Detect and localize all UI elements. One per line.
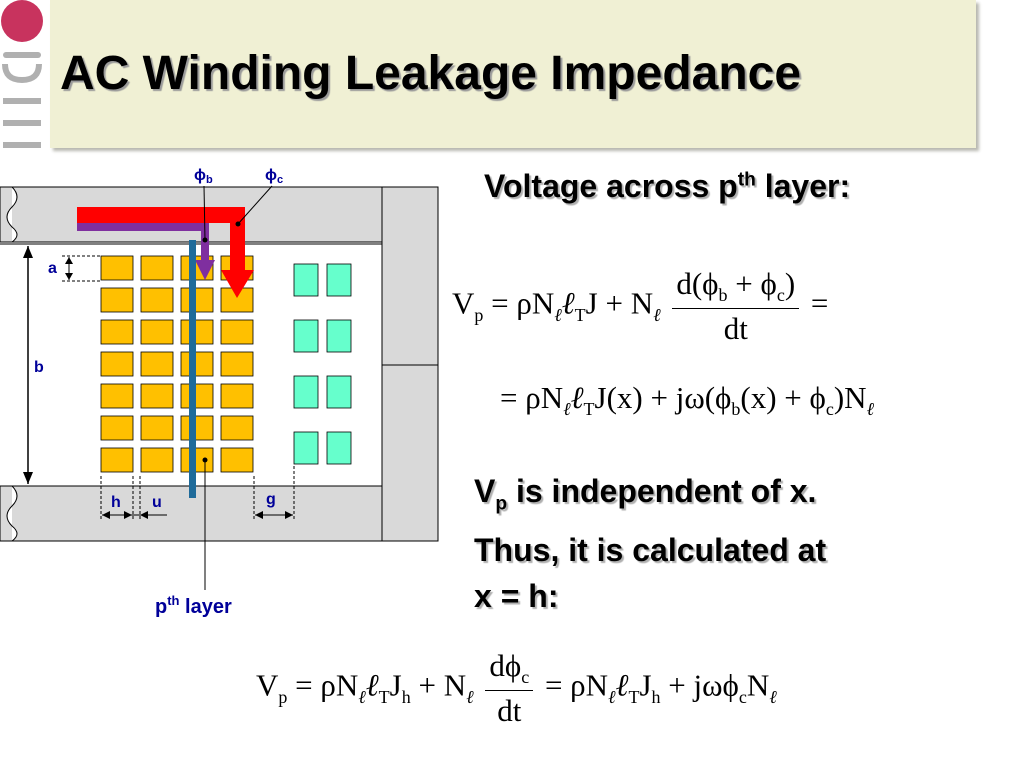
- dimension-u-label: u: [152, 494, 162, 511]
- break-mark-top: [6, 186, 18, 243]
- core-leg-right: [381, 186, 439, 542]
- primary-conductor: [100, 383, 134, 409]
- primary-conductor: [100, 255, 134, 281]
- flux-c-label: ϕc: [265, 167, 283, 186]
- dimension-a-label: a: [48, 260, 57, 277]
- flux-b-label: ϕb: [194, 167, 213, 186]
- secondary-conductor: [293, 263, 319, 297]
- primary-conductor: [100, 287, 134, 313]
- primary-conductor: [180, 383, 214, 409]
- primary-conductor: [180, 319, 214, 345]
- dimension-g-label: g: [266, 491, 276, 508]
- secondary-conductor: [293, 319, 319, 353]
- primary-conductor: [100, 447, 134, 473]
- secondary-conductor: [293, 375, 319, 409]
- pth-layer-label: pth layer: [155, 593, 232, 618]
- primary-winding: [100, 255, 254, 473]
- primary-conductor: [140, 255, 174, 281]
- primary-conductor: [220, 319, 254, 345]
- pth-layer-bar: [189, 240, 196, 498]
- secondary-conductor: [326, 319, 352, 353]
- primary-conductor: [140, 287, 174, 313]
- dimension-h-label: h: [111, 494, 121, 511]
- primary-conductor: [180, 287, 214, 313]
- secondary-conductor: [326, 431, 352, 465]
- equation-voltage-pth-layer: Vp = ρNℓℓTJ + Nℓ d(ϕb + ϕc)dt =: [452, 266, 829, 347]
- equation-voltage-expanded: = ρNℓℓTJ(x) + jω(ϕb(x) + ϕc)Nℓ: [500, 380, 875, 420]
- flux-b-arrow-horizontal: [77, 223, 208, 231]
- flux-c-arrowhead: [221, 270, 254, 298]
- core-yoke-bottom: [0, 485, 439, 542]
- secondary-conductor: [326, 375, 352, 409]
- primary-conductor: [180, 351, 214, 377]
- primary-conductor: [140, 415, 174, 441]
- flux-c-arrow-vertical: [230, 207, 245, 272]
- primary-conductor: [100, 351, 134, 377]
- primary-conductor: [220, 383, 254, 409]
- slide-title: AC Winding Leakage Impedance: [60, 47, 802, 100]
- independence-statement: Vp is independent of x. Thus, it is calc…: [474, 473, 827, 615]
- flux-b-arrowhead: [195, 260, 215, 280]
- title-bar: [50, 0, 976, 148]
- break-mark-bottom: [6, 485, 18, 542]
- secondary-conductor: [293, 431, 319, 465]
- university-logo-icon: [1, 0, 43, 148]
- secondary-conductor: [326, 263, 352, 297]
- dimension-b-label: b: [34, 359, 44, 376]
- primary-conductor: [140, 447, 174, 473]
- primary-conductor: [220, 447, 254, 473]
- section-heading: Voltage across pth layer:: [484, 168, 851, 204]
- primary-conductor: [220, 415, 254, 441]
- flux-c-arrow-horizontal: [77, 207, 245, 223]
- primary-conductor: [220, 351, 254, 377]
- primary-conductor: [180, 415, 214, 441]
- flux-b-arrow-vertical: [201, 223, 209, 263]
- primary-conductor: [140, 319, 174, 345]
- primary-conductor: [140, 383, 174, 409]
- secondary-winding: [293, 263, 352, 465]
- primary-conductor: [140, 351, 174, 377]
- primary-conductor: [100, 415, 134, 441]
- primary-conductor: [100, 319, 134, 345]
- transformer-window-diagram: ϕb ϕc a b h u g pth layer: [0, 167, 439, 618]
- primary-conductor: [180, 447, 214, 473]
